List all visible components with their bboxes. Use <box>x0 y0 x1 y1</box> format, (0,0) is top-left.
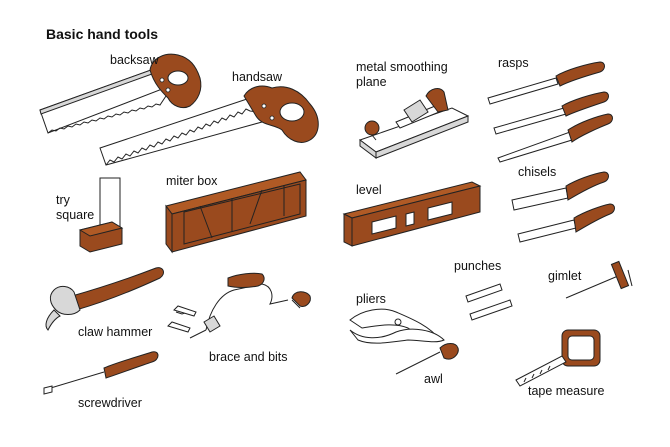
punches-illustration <box>465 283 513 321</box>
tape-measure-illustration <box>515 329 601 387</box>
gimlet-label: gimlet <box>548 269 582 283</box>
handsaw-illustration <box>99 85 319 166</box>
try-square-label: try square <box>56 193 95 222</box>
try-square-illustration <box>78 177 124 253</box>
pliers-illustration <box>349 308 445 344</box>
chisels-illustration <box>511 171 615 243</box>
level-label: level <box>356 183 382 197</box>
awl-illustration <box>395 343 459 375</box>
pliers-label: pliers <box>356 292 386 306</box>
screwdriver-label: screwdriver <box>78 396 142 410</box>
miter-box-illustration <box>165 171 307 254</box>
tape-measure-label: tape measure <box>528 384 605 398</box>
metal-smoothing-plane-label: metal smoothing plane <box>356 60 448 89</box>
handsaw-label: handsaw <box>232 70 283 84</box>
brace-and-bits-illustration <box>167 272 311 339</box>
level-illustration <box>342 181 482 247</box>
punches-label: punches <box>454 259 502 273</box>
brace-and-bits-label: brace and bits <box>209 350 288 364</box>
metal-smoothing-plane-illustration <box>358 88 470 159</box>
chisels-label: chisels <box>518 165 557 179</box>
rasps-label: rasps <box>498 56 529 70</box>
awl-label: awl <box>424 372 443 386</box>
claw-hammer-illustration <box>45 267 164 331</box>
screwdriver-illustration <box>43 351 159 395</box>
claw-hammer-label: claw hammer <box>78 325 153 339</box>
backsaw-label: backsaw <box>110 53 159 67</box>
backsaw-illustration <box>39 53 202 134</box>
gimlet-illustration <box>565 260 633 299</box>
miter-box-label: miter box <box>166 174 218 188</box>
rasps-illustration <box>487 61 613 163</box>
diagram-title: Basic hand tools <box>46 26 159 42</box>
